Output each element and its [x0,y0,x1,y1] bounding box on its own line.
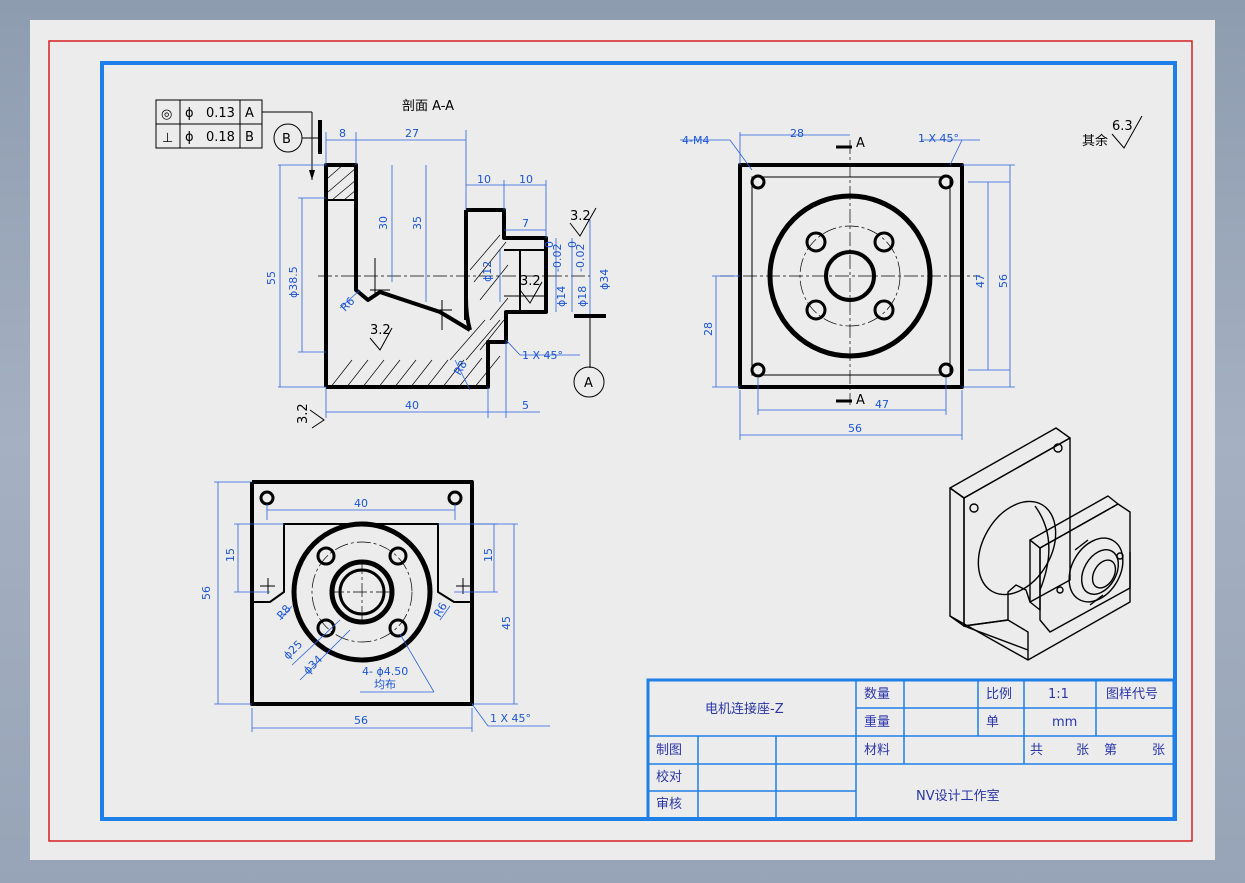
perpendicularity-symbol: ⊥ [162,131,173,146]
dim-7: 7 [522,217,529,230]
svg-text:3.2: 3.2 [570,209,591,224]
gdt-frame: ◎ ϕ 0.13 A ⊥ ϕ 0.18 B B [155,99,322,180]
gdt-value-1: 0.13 [206,106,235,121]
sheet-unit-1: 张 [1076,743,1089,758]
scale-label: 比例 [986,687,1012,702]
dim-34: ϕ34 [598,269,611,290]
drawn-label: 制图 [656,743,682,758]
dim-15b: 15 [482,548,495,562]
radius-r6: R6 [338,295,358,315]
dim-10b: 10 [519,173,533,186]
tol-14-upper: 0 [543,241,556,248]
qty-label: 数量 [864,687,890,702]
dim-dia-25: ϕ25 [281,638,305,662]
dim-12: ϕ12 [481,261,494,282]
dim-55: 55 [265,271,278,285]
sheet-total: 共 [1030,743,1043,758]
dim-56v: 56 [997,274,1010,288]
dim-15a: 15 [224,548,237,562]
svg-text:6.3: 6.3 [1112,119,1133,134]
roughness-symbol-1: 3.2 [569,207,597,237]
approved-label: 审核 [656,797,682,812]
chamfer-label: 1 X 45° [522,349,563,362]
dim-47v: 47 [974,274,987,288]
weight-label: 重量 [864,714,890,730]
dim-47h: 47 [875,398,889,411]
part-name: 电机连接座-Z [705,701,784,717]
section-view: 8 27 10 10 7 30 35 55 ϕ38.5 ϕ12 ϕ14 0 -0… [265,127,611,429]
section-marker-bottom: A [856,393,865,408]
concentricity-symbol: ◎ [161,107,172,122]
roughness-symbol-2: 3.2 [519,274,543,304]
unit-value: mm [1052,715,1077,730]
gdt-datum-1: A [245,106,254,121]
thread-label: 4-M4 [682,134,709,147]
dim-56h-bottom: 56 [354,714,368,727]
dim-35: 35 [411,216,424,230]
dim-56h: 56 [848,422,862,435]
roughness-note: 其余 6.3 [1082,115,1143,149]
chamfer-label-front: 1 X 45° [918,132,959,145]
dim-18: ϕ18 [576,286,589,307]
inner-frame [100,61,1177,821]
gdt-datum-2: B [245,130,254,145]
svg-text:3.2: 3.2 [370,323,391,338]
title-block: 电机连接座-Z 数量 比例 1:1 图样代号 重量 单 mm 材料 共 张 第 … [646,678,1176,821]
dim-8: 8 [339,127,346,140]
chamfer-label-bottom: 1 X 45° [490,712,531,725]
gdt-dia-1: ϕ [185,106,194,121]
material-label: 材料 [864,743,890,758]
tol-18-lower: -0.02 [574,244,587,272]
roughness-symbol-4: 3.2 [296,403,325,429]
dim-30: 30 [377,216,390,230]
tol-14-lower: -0.02 [551,244,564,272]
checked-label: 校对 [656,769,682,785]
radius-r8-bottom: R8 [274,602,293,622]
dim-56v-bottom: 56 [200,586,213,600]
dim-40: 40 [405,399,419,412]
section-marker-top: A [856,136,865,151]
dim-28a: 28 [790,127,804,140]
unit-label: 单 [986,715,999,730]
radius-r8: R8 [451,358,470,377]
dim-10a: 10 [477,173,491,186]
cad-drawing: ◎ ϕ 0.13 A ⊥ ϕ 0.18 B B 剖面 A-A [48,40,1193,842]
datum-b-label: B [282,132,291,147]
datum-a-label: A [584,376,593,391]
drawing-no-label: 图样代号 [1106,687,1158,702]
front-view: 4-M4 28 1 X 45° A A 47 56 28 47 56 [680,127,1015,440]
drawing-sheet: ◎ ϕ 0.13 A ⊥ ϕ 0.18 B B 剖面 A-A [30,20,1215,860]
dim-28b: 28 [702,322,715,336]
svg-text:其余: 其余 [1082,133,1108,149]
dim-40-bottom: 40 [354,497,368,510]
svg-text:3.2: 3.2 [520,274,541,289]
dim-45: 45 [500,616,513,630]
sheet-num: 第 [1104,743,1117,758]
radius-r6-bottom: R6 [431,600,450,619]
studio-name: NV设计工作室 [916,788,1000,804]
bottom-view: 40 15 15 56 45 R8 R6 ϕ25 ϕ34 4- ϕ4.50 均布… [200,480,550,732]
gdt-dia-2: ϕ [185,130,194,145]
scale-value: 1:1 [1048,687,1069,702]
dim-5: 5 [522,399,529,412]
isometric-view [949,427,1131,661]
dim-38-5: ϕ38.5 [287,266,300,298]
section-title: 剖面 A-A [402,99,454,114]
sheet-unit-2: 张 [1152,743,1165,758]
dim-14: ϕ14 [555,286,568,307]
roughness-symbol-3: 3.2 [369,323,393,351]
outer-frame [48,40,1193,842]
hole-pattern-note: 均布 [374,678,396,691]
hole-callout: 4- ϕ4.50 [362,665,408,678]
dim-dia-34: ϕ34 [301,653,325,677]
gdt-value-2: 0.18 [206,130,235,145]
tol-18-upper: 0 [566,241,579,248]
dim-27: 27 [405,127,419,140]
svg-text:3.2: 3.2 [296,403,311,424]
